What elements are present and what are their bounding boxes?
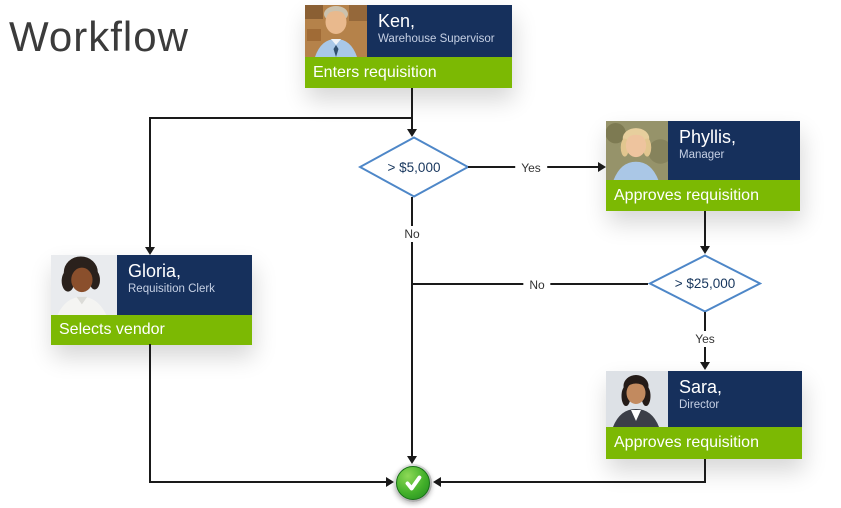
arrowhead-check-right (433, 477, 441, 487)
node-sara: Sara, Director Approves requisition (606, 371, 802, 459)
connector-sara-down (704, 459, 706, 483)
gloria-photo (51, 255, 117, 315)
node-ken: Ken, Warehouse Supervisor Enters requisi… (305, 5, 512, 88)
sara-name-block: Sara, Director (668, 371, 802, 427)
phyllis-photo (606, 121, 668, 180)
connector-phyllis-to-d2 (704, 211, 706, 247)
sara-name: Sara, (679, 377, 723, 397)
edge-label-d1-no: No (398, 226, 426, 242)
connector-branch-to-gloria (149, 117, 151, 248)
phyllis-action: Approves requisition (606, 180, 800, 211)
node-phyllis: Phyllis, Manager Approves requisition (606, 121, 800, 211)
edge-label-d2-no: No (523, 277, 551, 293)
decision-over-5000-label: > $5,000 (387, 159, 441, 175)
phyllis-name: Phyllis, (679, 127, 737, 147)
sara-avatar-icon (606, 371, 668, 427)
edge-label-d2-yes: Yes (689, 331, 721, 347)
node-sara-header: Sara, Director (606, 371, 802, 427)
decision-over-25000: > $25,000 (648, 254, 762, 313)
decision-over-5000: > $5,000 (358, 136, 470, 198)
ken-photo (305, 5, 367, 57)
connector-ken-to-d1 (411, 88, 413, 130)
page-title: Workflow (9, 13, 189, 60)
gloria-avatar-icon (51, 255, 117, 315)
sara-photo (606, 371, 668, 427)
diamond-shape-icon (648, 254, 762, 313)
gloria-action: Selects vendor (51, 315, 252, 345)
arrowhead-gloria-top (145, 247, 155, 255)
arrowhead-phyllis-left (598, 162, 606, 172)
sara-role: Director (679, 399, 720, 411)
arrowhead-check-left (386, 477, 394, 487)
decision-over-25000-label: > $25,000 (674, 276, 736, 291)
node-gloria-header: Gloria, Requisition Clerk (51, 255, 252, 315)
arrowhead-d2-top (700, 246, 710, 254)
gloria-name: Gloria, (128, 261, 182, 281)
connector-d1-no (411, 197, 413, 456)
arrowhead-check-top (407, 456, 417, 464)
phyllis-role: Manager (679, 149, 725, 161)
ken-role: Warehouse Supervisor (378, 33, 495, 45)
connector-branch-horizontal (149, 117, 413, 119)
end-node (394, 464, 432, 502)
node-ken-header: Ken, Warehouse Supervisor (305, 5, 512, 57)
connector-gloria-to-check (150, 481, 386, 483)
connector-gloria-down (149, 344, 151, 483)
connector-sara-to-check (441, 481, 706, 483)
sara-action: Approves requisition (606, 427, 802, 459)
gloria-role: Requisition Clerk (128, 283, 215, 295)
ken-name: Ken, (378, 11, 416, 31)
phyllis-avatar-icon (606, 121, 668, 180)
edge-label-d1-yes: Yes (515, 160, 547, 176)
gloria-name-block: Gloria, Requisition Clerk (117, 255, 252, 315)
phyllis-name-block: Phyllis, Manager (668, 121, 800, 180)
ken-name-block: Ken, Warehouse Supervisor (367, 5, 512, 57)
check-icon (396, 466, 430, 500)
arrowhead-d1-top (407, 129, 417, 137)
arrowhead-sara-top (700, 362, 710, 370)
ken-action: Enters requisition (305, 57, 512, 88)
ken-avatar-icon (305, 5, 367, 57)
diamond-shape-icon (358, 136, 470, 198)
node-phyllis-header: Phyllis, Manager (606, 121, 800, 180)
node-gloria: Gloria, Requisition Clerk Selects vendor (51, 255, 252, 345)
